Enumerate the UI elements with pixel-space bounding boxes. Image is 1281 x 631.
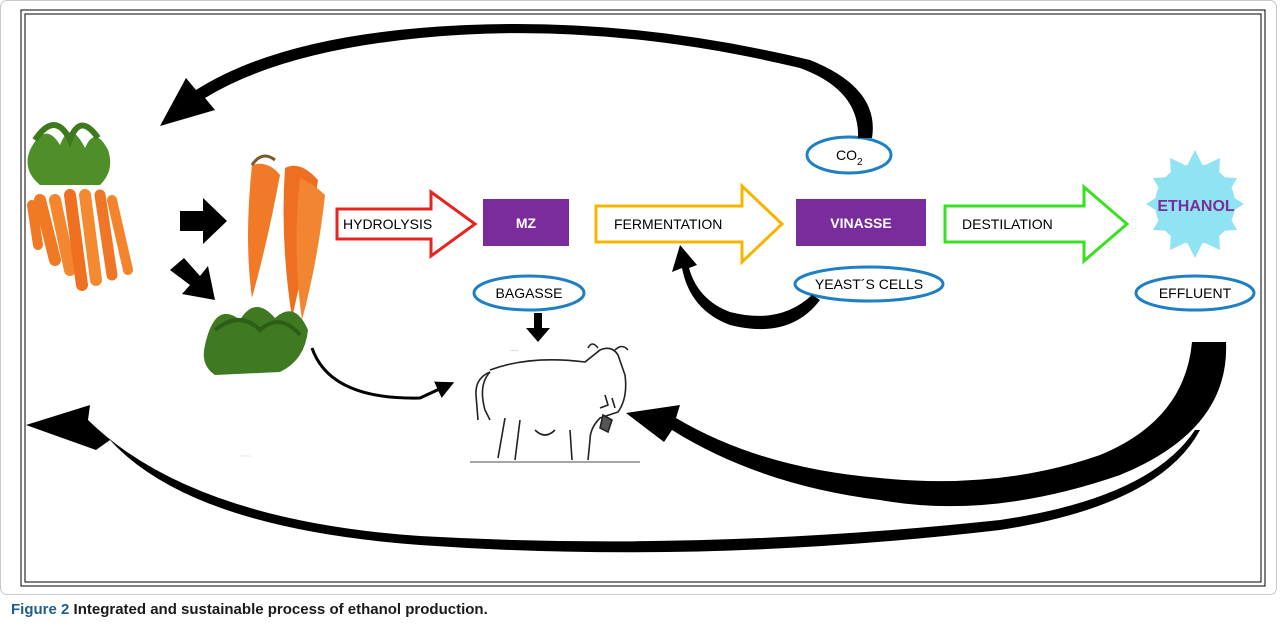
yeast-cells-label: YEAST´S CELLS [815, 276, 923, 292]
ethanol-label: ETHANOL [1157, 198, 1235, 215]
caption-text: Integrated and sustainable process of et… [73, 601, 488, 618]
effluent-oval [1134, 274, 1256, 312]
ethanol-burst [1146, 150, 1244, 258]
hydrolysis-arrow [335, 189, 478, 259]
cow-image [470, 343, 640, 463]
hydrolysis-label: HYDROLYSIS [343, 216, 432, 232]
caption-label: Figure 2 [11, 601, 70, 618]
carrots-image [248, 154, 325, 320]
bagasse-down-arrow [526, 313, 550, 342]
image-artifact: ~~~ [240, 454, 251, 460]
vinasse-box [796, 199, 926, 246]
inner-border-inner [24, 13, 1262, 583]
carrot-bunch-image [27, 122, 133, 291]
leaves-to-cow-arrow [310, 347, 455, 400]
yeast-recycle-arrow [672, 245, 820, 330]
fermentation-label: FERMENTATION [614, 216, 722, 232]
figure-frame [0, 0, 1277, 595]
co2-oval [805, 135, 893, 175]
bagasse-label: BAGASSE [496, 285, 563, 301]
cow-caption: ----- [510, 348, 519, 354]
inner-border-outer [20, 9, 1266, 587]
to-carrots-arrow [180, 198, 227, 244]
carrot-leaves-image [203, 306, 308, 375]
figure-caption: Figure 2 Integrated and sustainable proc… [11, 601, 488, 618]
yeast-cells-oval [793, 265, 945, 303]
bagasse-oval [472, 274, 586, 312]
effluent-label: EFFLUENT [1159, 285, 1232, 301]
destilation-arrow [943, 183, 1130, 265]
effluent-to-cow-arrow [626, 342, 1227, 507]
fermentation-arrow [594, 182, 785, 266]
mz-label: MZ [516, 215, 537, 231]
destilation-label: DESTILATION [962, 216, 1053, 232]
mz-box [483, 199, 569, 246]
co2-label: CO2 [836, 147, 863, 168]
co2-return-arrow [160, 24, 873, 138]
to-leaves-arrow [170, 258, 215, 300]
vinasse-label: VINASSE [830, 215, 891, 231]
